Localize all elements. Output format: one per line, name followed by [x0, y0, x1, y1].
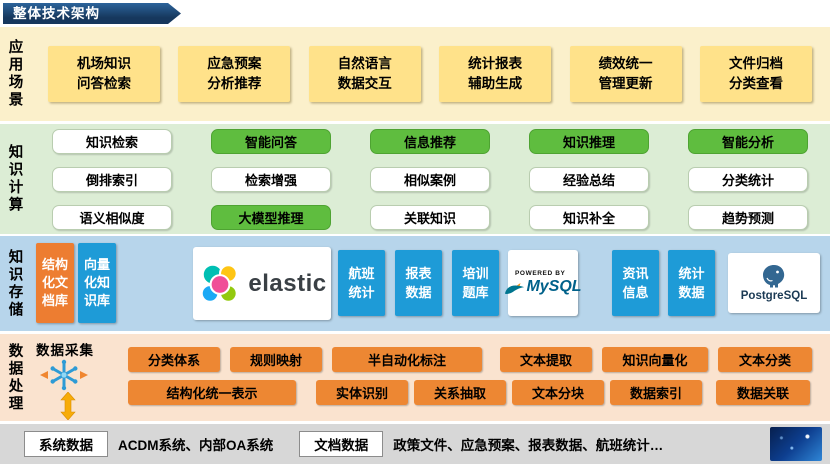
vector-knowledge-store-box: 向量化知识库: [78, 243, 116, 323]
data-source-band: 系统数据 ACDM系统、内部OA系统 文档数据 政策文件、应急预案、报表数据、航…: [0, 424, 830, 464]
compute-column-recommendation: 信息推荐 相似案例 关联知识: [370, 128, 490, 230]
doc-data-chip: 文档数据: [299, 431, 384, 457]
app-box-line: 文件归档: [728, 55, 783, 71]
knowledge-storage-band: 知识存储 结构化文档库 向量化知识库 elastic 航班统计 报表数据 培训题…: [0, 236, 830, 331]
structured-doc-store-box: 结构化文档库: [36, 243, 74, 323]
app-box-qa-retrieval: 机场知识 问答检索: [48, 46, 160, 102]
app-box-line: 机场知识: [77, 55, 131, 71]
system-data-chip: 系统数据: [24, 431, 108, 457]
compute-column-reasoning: 知识推理 经验总结 知识补全: [529, 128, 649, 230]
compute-layer-content: 知识检索 倒排索引 语义相似度 智能问答 检索增强 大模型推理 信息推荐 相似案…: [30, 124, 830, 234]
app-box-file-archive: 文件归档 分类查看: [699, 46, 812, 102]
app-box-performance-management: 绩效统一 管理更新: [569, 46, 682, 102]
app-box-line: 分类查看: [728, 76, 783, 91]
mysql-wordmark-row: MySQL: [504, 278, 582, 296]
proc-entity-recognition: 实体识别: [316, 380, 408, 405]
cell-info-recommendation: 信息推荐: [370, 128, 490, 154]
cell-inverted-index: 倒排索引: [52, 166, 172, 192]
mysql-dolphin-icon: [505, 283, 525, 294]
processing-layer-content: 数据采集 分类体系 规则映射: [30, 334, 830, 421]
proc-data-association: 数据关联: [716, 380, 810, 405]
app-box-line: 应急预案: [207, 55, 262, 71]
stats-store-box: 统计数据: [668, 250, 715, 316]
compute-column-qa: 智能问答 检索增强 大模型推理: [211, 128, 331, 230]
app-box-line: 管理更新: [598, 76, 653, 91]
app-box-natural-language: 自然语言 数据交互: [308, 46, 421, 102]
compute-layer-label: 知识计算: [6, 144, 23, 214]
cell-intelligent-analysis: 智能分析: [688, 128, 808, 154]
data-collect-label: 数据采集: [36, 343, 94, 358]
proc-structured-representation: 结构化统一表示: [128, 380, 296, 405]
proc-data-indexing: 数据索引: [610, 380, 702, 405]
knowledge-compute-band: 知识计算 知识检索 倒排索引 语义相似度 智能问答 检索增强 大模型推理 信息推…: [0, 124, 830, 234]
proc-rule-mapping: 规则映射: [230, 347, 322, 372]
cell-semantic-similarity: 语义相似度: [52, 204, 172, 230]
app-box-emergency-plan: 应急预案 分析推荐: [178, 46, 291, 102]
app-box-line: 数据交互: [337, 76, 392, 91]
data-collect-snowflake-icon: [40, 359, 88, 391]
mysql-box: POWERED BY MySQL: [505, 250, 582, 316]
elastic-wordmark: elastic: [248, 269, 327, 297]
elasticsearch-box: elastic: [193, 247, 331, 320]
app-box-line: 自然语言: [337, 55, 392, 71]
application-layer-content: 机场知识 问答检索 应急预案 分析推荐 自然语言 数据交互 统计报表 辅助生成 …: [30, 27, 830, 121]
cell-retrieval-augmentation: 检索增强: [211, 166, 331, 192]
proc-classification-system: 分类体系: [128, 347, 220, 372]
cell-related-knowledge: 关联知识: [370, 204, 490, 230]
cell-experience-summary: 经验总结: [529, 166, 649, 192]
postgresql-wordmark: PostgreSQL: [740, 290, 808, 302]
storage-layer-content: 结构化文档库 向量化知识库 elastic 航班统计 报表数据 培训题库 POW…: [30, 236, 830, 331]
app-box-line: 辅助生成: [468, 76, 523, 91]
app-box-report-generation: 统计报表 辅助生成: [439, 46, 552, 102]
proc-semi-auto-labeling: 半自动化标注: [332, 347, 482, 372]
info-store-box: 资讯信息: [612, 250, 659, 316]
decorative-preview-image: [770, 427, 822, 461]
mysql-wordmark: MySQL: [526, 278, 582, 295]
training-bank-store-box: 培训题库: [452, 250, 499, 316]
doc-data-text: 政策文件、应急预案、报表数据、航班统计…: [393, 438, 664, 453]
cell-trend-prediction: 趋势预测: [688, 204, 808, 230]
app-box-line: 问答检索: [77, 76, 131, 91]
powered-by-label: POWERED BY: [515, 270, 566, 277]
report-data-store-box: 报表数据: [395, 250, 442, 316]
storage-layer-label: 知识存储: [6, 248, 23, 319]
cell-similar-cases: 相似案例: [370, 166, 490, 192]
cell-intelligent-qa: 智能问答: [211, 128, 331, 154]
proc-text-classification: 文本分类: [718, 347, 812, 372]
elastic-logo-icon: [201, 263, 239, 303]
cell-knowledge-completion: 知识补全: [529, 204, 649, 230]
cell-knowledge-retrieval: 知识检索: [52, 128, 172, 154]
app-box-line: 分析推荐: [207, 76, 262, 91]
proc-text-extraction: 文本提取: [500, 347, 592, 372]
processing-layer-label: 数据处理: [6, 342, 23, 413]
proc-text-chunking: 文本分块: [512, 380, 604, 405]
proc-relation-extraction: 关系抽取: [414, 380, 506, 405]
postgres-elephant-icon: [763, 265, 785, 288]
postgresql-box: PostgreSQL: [728, 253, 820, 313]
app-box-line: 绩效统一: [598, 55, 653, 71]
cell-knowledge-reasoning: 知识推理: [529, 128, 649, 154]
data-processing-band: 数据处理 数据采集 分类体系: [0, 334, 830, 421]
app-box-line: 统计报表: [468, 55, 523, 71]
compute-column-analysis: 智能分析 分类统计 趋势预测: [688, 128, 808, 230]
compute-column-retrieval: 知识检索 倒排索引 语义相似度: [52, 128, 172, 230]
cell-llm-inference: 大模型推理: [211, 204, 331, 230]
flow-double-arrow-icon: [60, 392, 76, 420]
system-data-text: ACDM系统、内部OA系统: [118, 438, 274, 453]
title-banner: 整体技术架构: [3, 3, 181, 24]
proc-knowledge-vectorization: 知识向量化: [602, 347, 708, 372]
application-layer-label: 应用场景: [6, 39, 23, 109]
cell-classification-stats: 分类统计: [688, 166, 808, 192]
flight-stats-store-box: 航班统计: [338, 250, 385, 316]
application-scenarios-band: 应用场景 机场知识 问答检索 应急预案 分析推荐 自然语言 数据交互 统计报表 …: [0, 27, 830, 121]
